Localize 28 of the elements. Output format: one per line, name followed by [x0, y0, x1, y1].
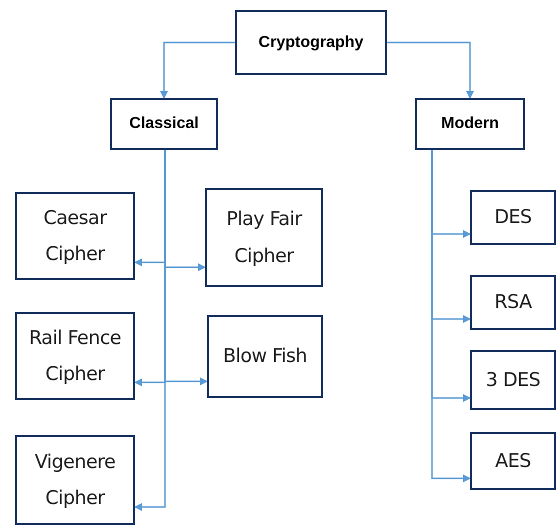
node-label: Classical: [129, 114, 199, 134]
arrow: [387, 42, 474, 99]
process-box: [110, 98, 218, 150]
process-box: [415, 98, 525, 150]
process-box: [470, 275, 556, 330]
node-label: 3 DES: [486, 368, 540, 393]
node-label: Play Fair Cipher: [225, 207, 304, 268]
process-box: [15, 192, 135, 280]
process-box: [15, 435, 135, 525]
node-label: DES: [494, 205, 532, 230]
process-box: [205, 188, 323, 287]
node-label: Caesar Cipher: [42, 206, 108, 267]
arrow: [160, 42, 235, 99]
node-label: Modern: [441, 114, 499, 134]
process-box: [470, 432, 556, 490]
node-label: Blow Fish: [222, 344, 307, 370]
node-label: AES: [495, 448, 531, 474]
process-box: [470, 190, 556, 245]
node-label: Cryptography: [258, 32, 364, 52]
process-box: [15, 312, 135, 400]
node-label: Vigenere Cipher: [34, 450, 116, 511]
node-label: Rail Fence Cipher: [28, 326, 122, 387]
arrow: [431, 150, 471, 482]
process-box: [207, 315, 323, 398]
arrow: [134, 150, 166, 511]
node-label: RSA: [494, 290, 532, 316]
process-box: [235, 10, 387, 75]
process-box: [470, 350, 556, 410]
